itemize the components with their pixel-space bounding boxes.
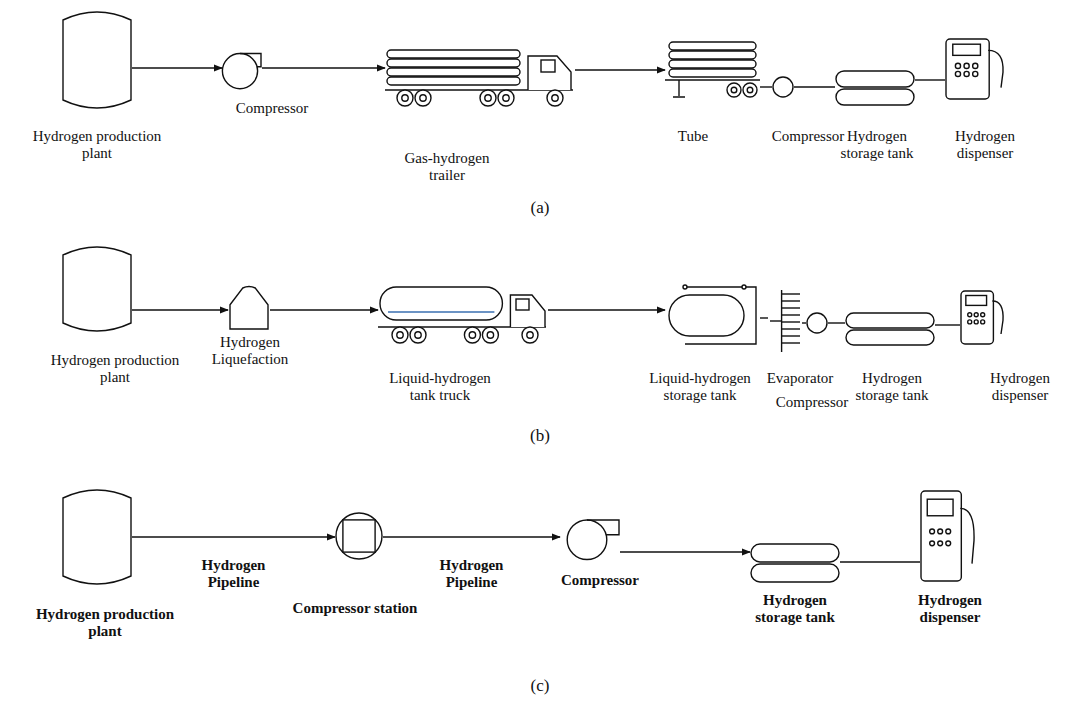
dispenser-icon	[945, 38, 1005, 100]
equipment-node: Hydrogen Liquefaction	[228, 285, 270, 329]
equipment-node: Liquid-hydrogen tank truck	[378, 285, 548, 345]
equipment-label: Gas-hydrogen trailer	[397, 150, 497, 185]
equipment-label: Hydrogen storage tank	[750, 592, 840, 627]
gas-trailer-icon	[385, 48, 575, 110]
liquid-storage-tank-icon	[665, 283, 760, 348]
compressor-icon	[772, 76, 794, 98]
flow-arrow	[132, 67, 222, 68]
flow-arrow	[548, 309, 665, 310]
equipment-label: Compressor station	[285, 600, 425, 617]
equipment-label: Hydrogen dispenser	[980, 370, 1060, 405]
pipeline-label: Hydrogen Pipeline	[192, 557, 276, 592]
production-plant-icon	[62, 488, 132, 586]
equipment-node: Compressor	[772, 76, 794, 98]
compressor-icon	[806, 312, 828, 334]
equipment-label: Hydrogen storage tank	[837, 128, 917, 163]
equipment-label: Hydrogen storage tank	[852, 370, 932, 405]
equipment-label: Hydrogen Liquefaction	[205, 334, 295, 369]
equipment-label: Hydrogen dispenser	[945, 128, 1025, 163]
flow-arrow	[383, 536, 560, 537]
equipment-node: Hydrogen production plant	[62, 488, 132, 586]
equipment-label: Tube	[663, 128, 723, 145]
pipe-line	[794, 86, 835, 87]
equipment-node: Hydrogen dispenser	[945, 38, 1005, 100]
equipment-node: Hydrogen storage tank	[750, 543, 840, 583]
equipment-node: Hydrogen production plant	[62, 245, 132, 333]
equipment-node: Evaporator	[768, 290, 802, 352]
tank-truck-icon	[378, 285, 548, 345]
pipe-line	[802, 322, 806, 323]
equipment-label: Compressor	[540, 572, 660, 589]
equipment-node: Hydrogen storage tank	[845, 312, 935, 346]
equipment-label: Evaporator	[760, 370, 840, 387]
liquefaction-icon	[228, 285, 270, 329]
pipeline-label: Hydrogen Pipeline	[430, 557, 514, 592]
compressor-icon	[222, 48, 262, 90]
dispenser-icon	[960, 290, 1005, 345]
equipment-label: Liquid-hydrogen storage tank	[645, 370, 755, 405]
flow-arrow	[132, 536, 335, 537]
panel-caption: (a)	[510, 198, 570, 218]
equipment-label: Compressor	[763, 128, 853, 145]
pipe-line	[840, 561, 920, 562]
flow-arrow	[575, 69, 665, 70]
dispenser-icon	[920, 490, 976, 582]
equipment-node: Tube	[665, 40, 760, 100]
pipe-line	[935, 324, 960, 325]
flow-arrow	[620, 551, 750, 552]
equipment-label: Hydrogen dispenser	[905, 592, 995, 627]
compressor-icon	[560, 515, 620, 560]
equipment-label: Compressor	[217, 100, 327, 117]
compressor-station-icon	[335, 512, 383, 560]
equipment-node: Liquid-hydrogen storage tank	[665, 283, 760, 348]
equipment-label: Hydrogen production plant	[45, 352, 185, 387]
equipment-label: Hydrogen production plant	[22, 128, 172, 163]
equipment-node: Gas-hydrogen trailer	[385, 48, 575, 110]
panel-caption: (c)	[510, 676, 570, 696]
pipe-line	[828, 322, 845, 323]
equipment-node: Hydrogen dispenser	[960, 290, 1005, 345]
pipe-line	[915, 79, 945, 80]
equipment-node: Compressor	[806, 312, 828, 334]
storage-tank-icon	[835, 70, 915, 106]
evaporator-icon	[768, 290, 802, 352]
flow-arrow	[132, 309, 228, 310]
equipment-label: Hydrogen production plant	[20, 606, 190, 641]
flow-arrow	[262, 67, 385, 68]
equipment-node: Hydrogen production plant	[62, 10, 132, 110]
panel-caption: (b)	[510, 426, 570, 446]
pipe-line	[760, 86, 772, 87]
equipment-label: Liquid-hydrogen tank truck	[385, 370, 495, 405]
storage-tank-icon	[750, 543, 840, 583]
equipment-node: Hydrogen storage tank	[835, 70, 915, 106]
production-plant-icon	[62, 245, 132, 333]
equipment-node: Compressor	[560, 515, 620, 560]
equipment-node: Hydrogen dispenser	[920, 490, 976, 582]
pipe-line	[760, 317, 768, 318]
production-plant-icon	[62, 10, 132, 110]
flow-arrow	[270, 309, 378, 310]
equipment-label: Compressor	[772, 394, 852, 411]
equipment-node: Compressor	[222, 48, 262, 90]
tube-trailer-icon	[665, 40, 760, 100]
equipment-node: Compressor station	[335, 512, 383, 560]
storage-tank-icon	[845, 312, 935, 346]
